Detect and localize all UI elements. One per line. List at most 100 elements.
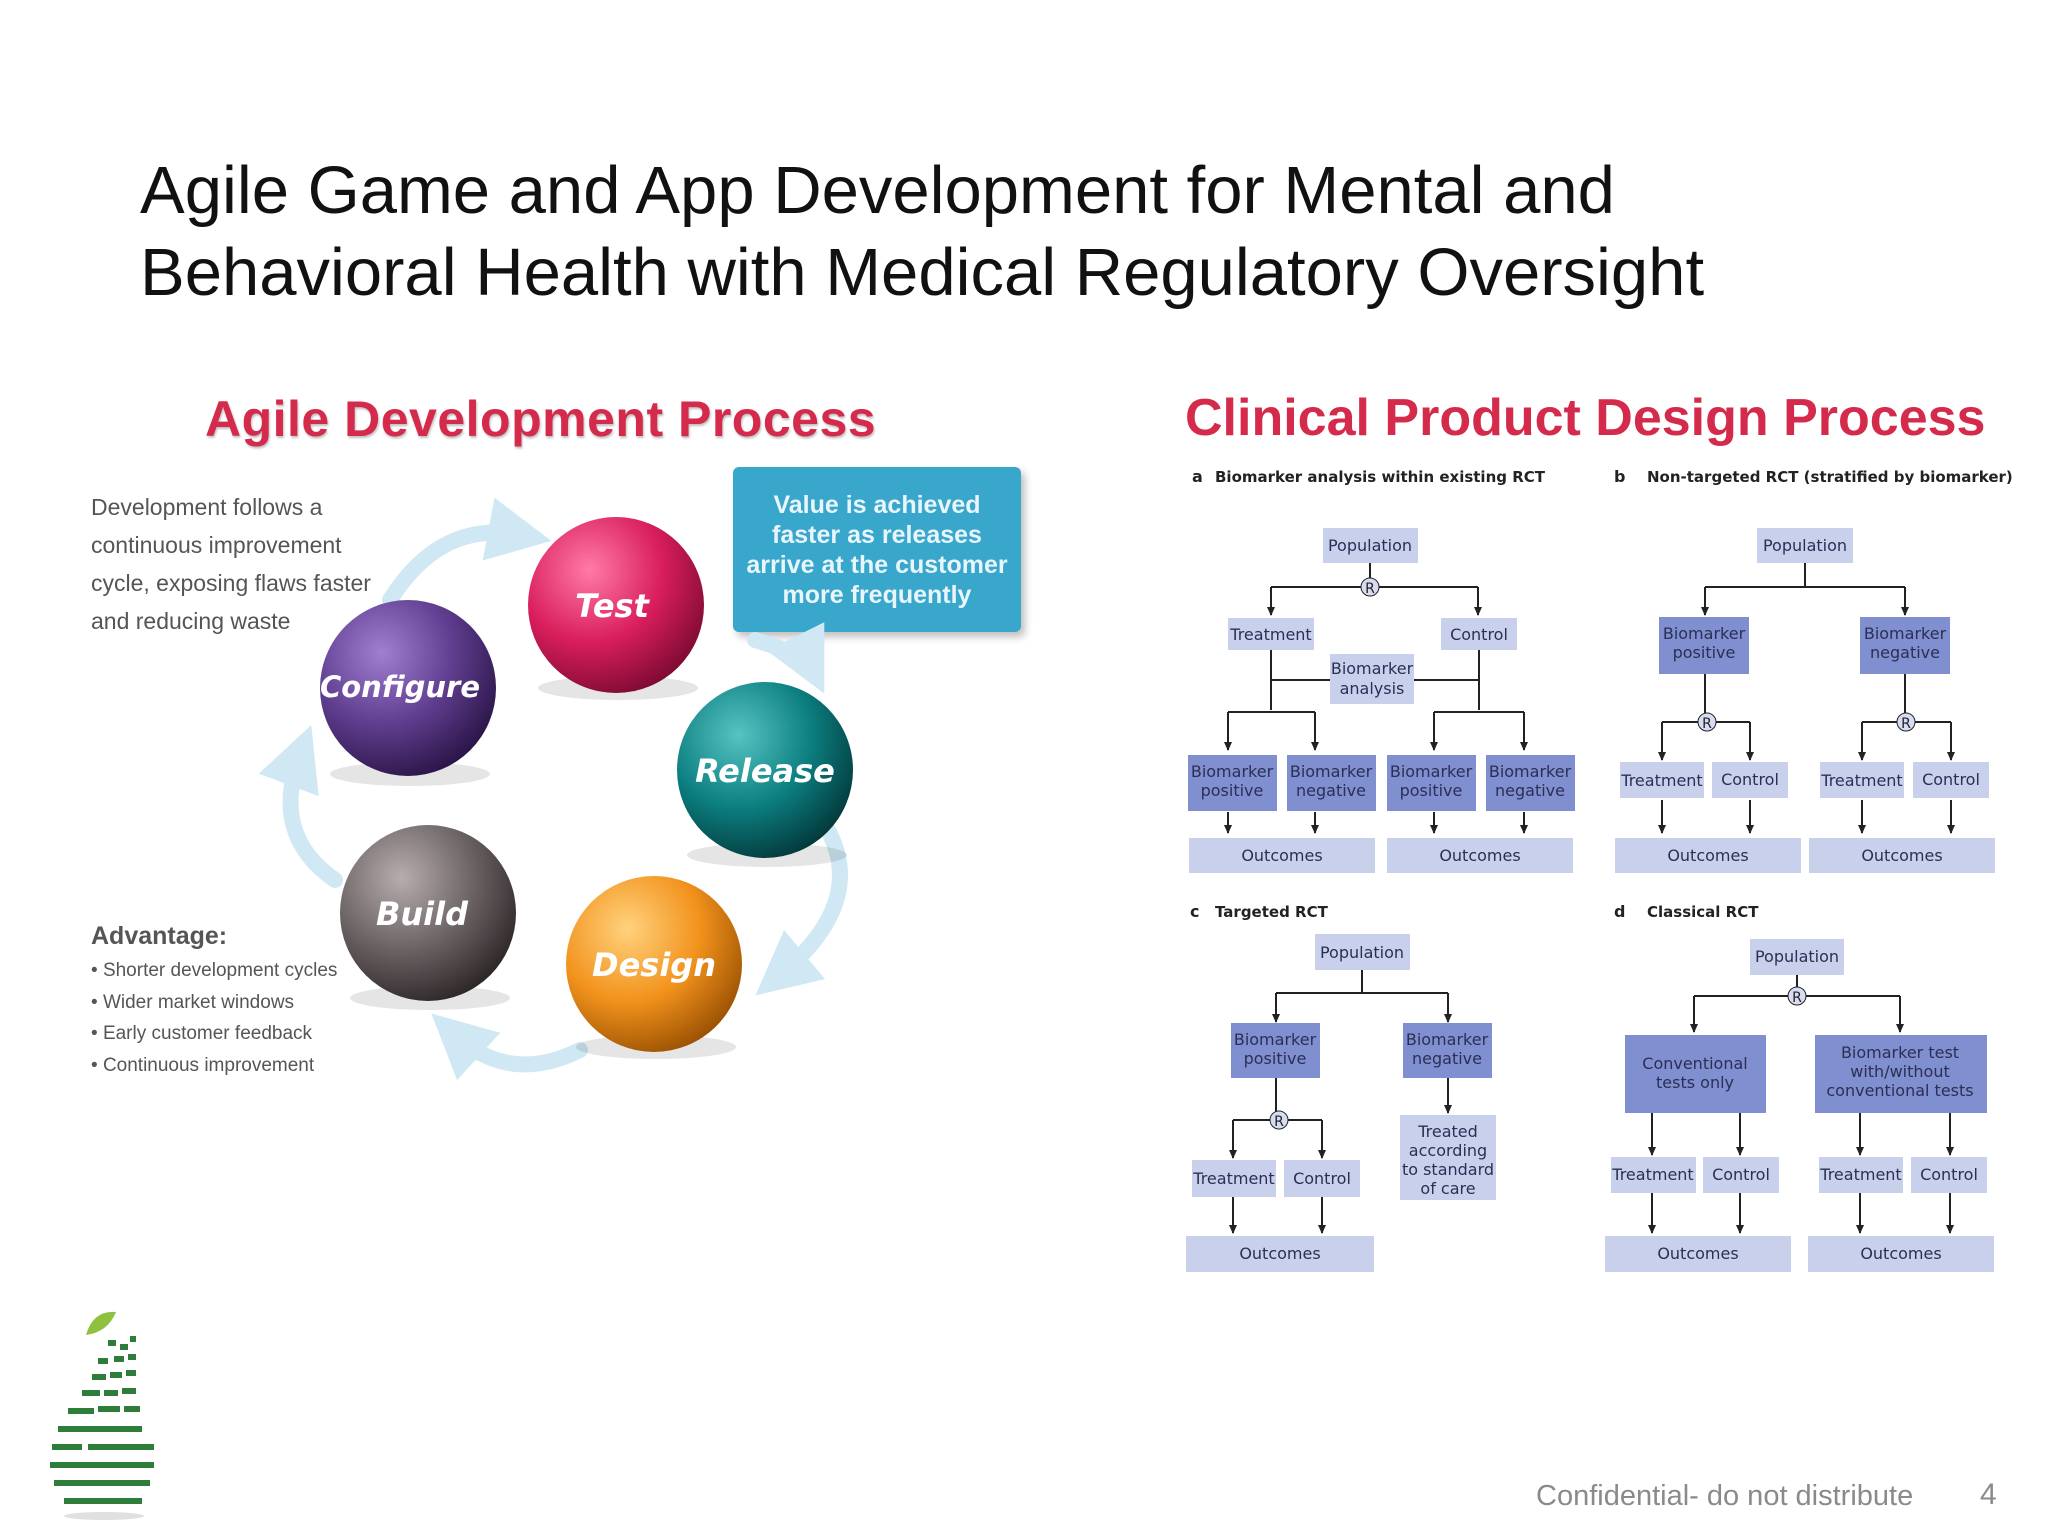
node-box bbox=[1659, 617, 1749, 674]
design-sphere: Design bbox=[566, 876, 742, 1059]
randomize-label: R bbox=[1901, 716, 1911, 732]
randomize-marker bbox=[1697, 712, 1717, 732]
node-box bbox=[1315, 934, 1410, 970]
node-label: negative bbox=[1296, 781, 1366, 800]
node-box bbox=[1703, 1157, 1779, 1193]
node-label: Biomarker bbox=[1663, 624, 1746, 643]
node-label: Treatment bbox=[1611, 1165, 1693, 1184]
node-label: Control bbox=[1293, 1169, 1351, 1188]
node-label: Population bbox=[1328, 536, 1412, 555]
node-label: with/without bbox=[1850, 1062, 1949, 1081]
node-label: Control bbox=[1721, 770, 1779, 789]
value-callout-text: Value is achieved faster as releases arr… bbox=[746, 490, 1008, 609]
node-label: Outcomes bbox=[1241, 846, 1322, 865]
node-label: Biomarker bbox=[1489, 762, 1572, 781]
node-label: Biomarker bbox=[1191, 762, 1274, 781]
page-number: 4 bbox=[1980, 1478, 1997, 1511]
agile-title: Agile Development Process bbox=[205, 391, 877, 447]
node-box bbox=[1188, 755, 1277, 811]
node-label: to standard bbox=[1402, 1160, 1494, 1179]
node-box bbox=[1860, 617, 1950, 674]
node-box bbox=[1186, 1236, 1374, 1272]
node-box bbox=[1400, 1115, 1496, 1200]
node-label: positive bbox=[1400, 781, 1463, 800]
randomize-marker bbox=[1269, 1110, 1289, 1130]
node-box bbox=[1287, 755, 1376, 811]
node-label: Biomarker bbox=[1390, 762, 1473, 781]
node-label: conventional tests bbox=[1826, 1081, 1973, 1100]
node-label: Control bbox=[1450, 625, 1508, 644]
configure-label: Configure bbox=[320, 670, 480, 704]
footer-confidential: Confidential- do not distribute bbox=[1536, 1480, 1914, 1512]
node-label: positive bbox=[1673, 643, 1736, 662]
node-box bbox=[1441, 618, 1517, 650]
node-box bbox=[1403, 1023, 1492, 1078]
node-label: Control bbox=[1920, 1165, 1978, 1184]
advantage-item: Continuous improvement bbox=[91, 1050, 421, 1082]
node-label: Outcomes bbox=[1239, 1244, 1320, 1263]
node-label: Population bbox=[1755, 947, 1839, 966]
node-label: Outcomes bbox=[1860, 1244, 1941, 1263]
node-label: Treatment bbox=[1820, 771, 1902, 790]
company-logo bbox=[50, 1311, 154, 1520]
randomize-marker bbox=[1360, 577, 1380, 597]
node-label: Outcomes bbox=[1439, 846, 1520, 865]
advantage-item: Early customer feedback bbox=[91, 1018, 421, 1050]
panel-c-letter: c bbox=[1190, 902, 1199, 921]
node-label: according bbox=[1409, 1141, 1487, 1160]
randomize-label: R bbox=[1365, 581, 1375, 597]
node-label: Biomarker bbox=[1290, 762, 1373, 781]
advantage-item: Wider market windows bbox=[91, 987, 421, 1019]
node-label: Outcomes bbox=[1657, 1244, 1738, 1263]
node-label: Biomarker bbox=[1864, 624, 1947, 643]
node-label: Treatment bbox=[1229, 625, 1311, 644]
clinical-title: Clinical Product Design Process bbox=[1185, 389, 1986, 447]
node-label: tests only bbox=[1656, 1073, 1734, 1092]
node-label: of care bbox=[1420, 1179, 1475, 1198]
agile-intro: Development follows a continuous improve… bbox=[91, 494, 371, 634]
randomize-label: R bbox=[1702, 716, 1712, 732]
node-box bbox=[1611, 1157, 1696, 1193]
node-box bbox=[1819, 1157, 1903, 1193]
test-sphere: Test bbox=[528, 517, 704, 700]
node-label: Control bbox=[1922, 770, 1980, 789]
node-label: negative bbox=[1412, 1049, 1482, 1068]
advantage-item: Shorter development cycles bbox=[91, 955, 421, 987]
node-label: Treated bbox=[1417, 1122, 1478, 1141]
node-box bbox=[1486, 755, 1575, 811]
test-label: Test bbox=[575, 587, 650, 625]
node-box bbox=[1189, 838, 1375, 873]
node-label: positive bbox=[1244, 1049, 1307, 1068]
node-box bbox=[1620, 762, 1704, 798]
node-label: Biomarker test bbox=[1841, 1043, 1959, 1062]
panel-a-letter: a bbox=[1192, 467, 1203, 486]
value-callout: Value is achieved faster as releases arr… bbox=[733, 467, 1021, 632]
advantage-title: Advantage: bbox=[91, 922, 228, 950]
randomize-label: R bbox=[1792, 990, 1802, 1006]
node-box bbox=[1284, 1160, 1360, 1197]
randomize-marker bbox=[1787, 986, 1807, 1006]
node-label: analysis bbox=[1340, 679, 1405, 698]
node-label: Biomarker bbox=[1331, 659, 1414, 678]
node-label: Population bbox=[1763, 536, 1847, 555]
slide-title: Agile Game and App Development for Menta… bbox=[140, 150, 1920, 314]
node-label: Conventional bbox=[1642, 1054, 1747, 1073]
node-box bbox=[1625, 1035, 1766, 1113]
release-sphere: Release bbox=[677, 682, 853, 867]
node-box bbox=[1757, 528, 1853, 563]
node-label: Treatment bbox=[1620, 771, 1702, 790]
node-box bbox=[1913, 762, 1989, 798]
node-box bbox=[1615, 838, 1801, 873]
release-label: Release bbox=[695, 752, 835, 790]
panel-d-title: Classical RCT bbox=[1647, 903, 1759, 921]
node-label: negative bbox=[1495, 781, 1565, 800]
node-label: Population bbox=[1320, 943, 1404, 962]
node-box bbox=[1750, 939, 1844, 975]
node-label: Biomarker bbox=[1406, 1030, 1489, 1049]
node-label: Outcomes bbox=[1667, 846, 1748, 865]
node-label: negative bbox=[1870, 643, 1940, 662]
node-box bbox=[1911, 1157, 1987, 1193]
panel-b-letter: b bbox=[1614, 467, 1625, 486]
